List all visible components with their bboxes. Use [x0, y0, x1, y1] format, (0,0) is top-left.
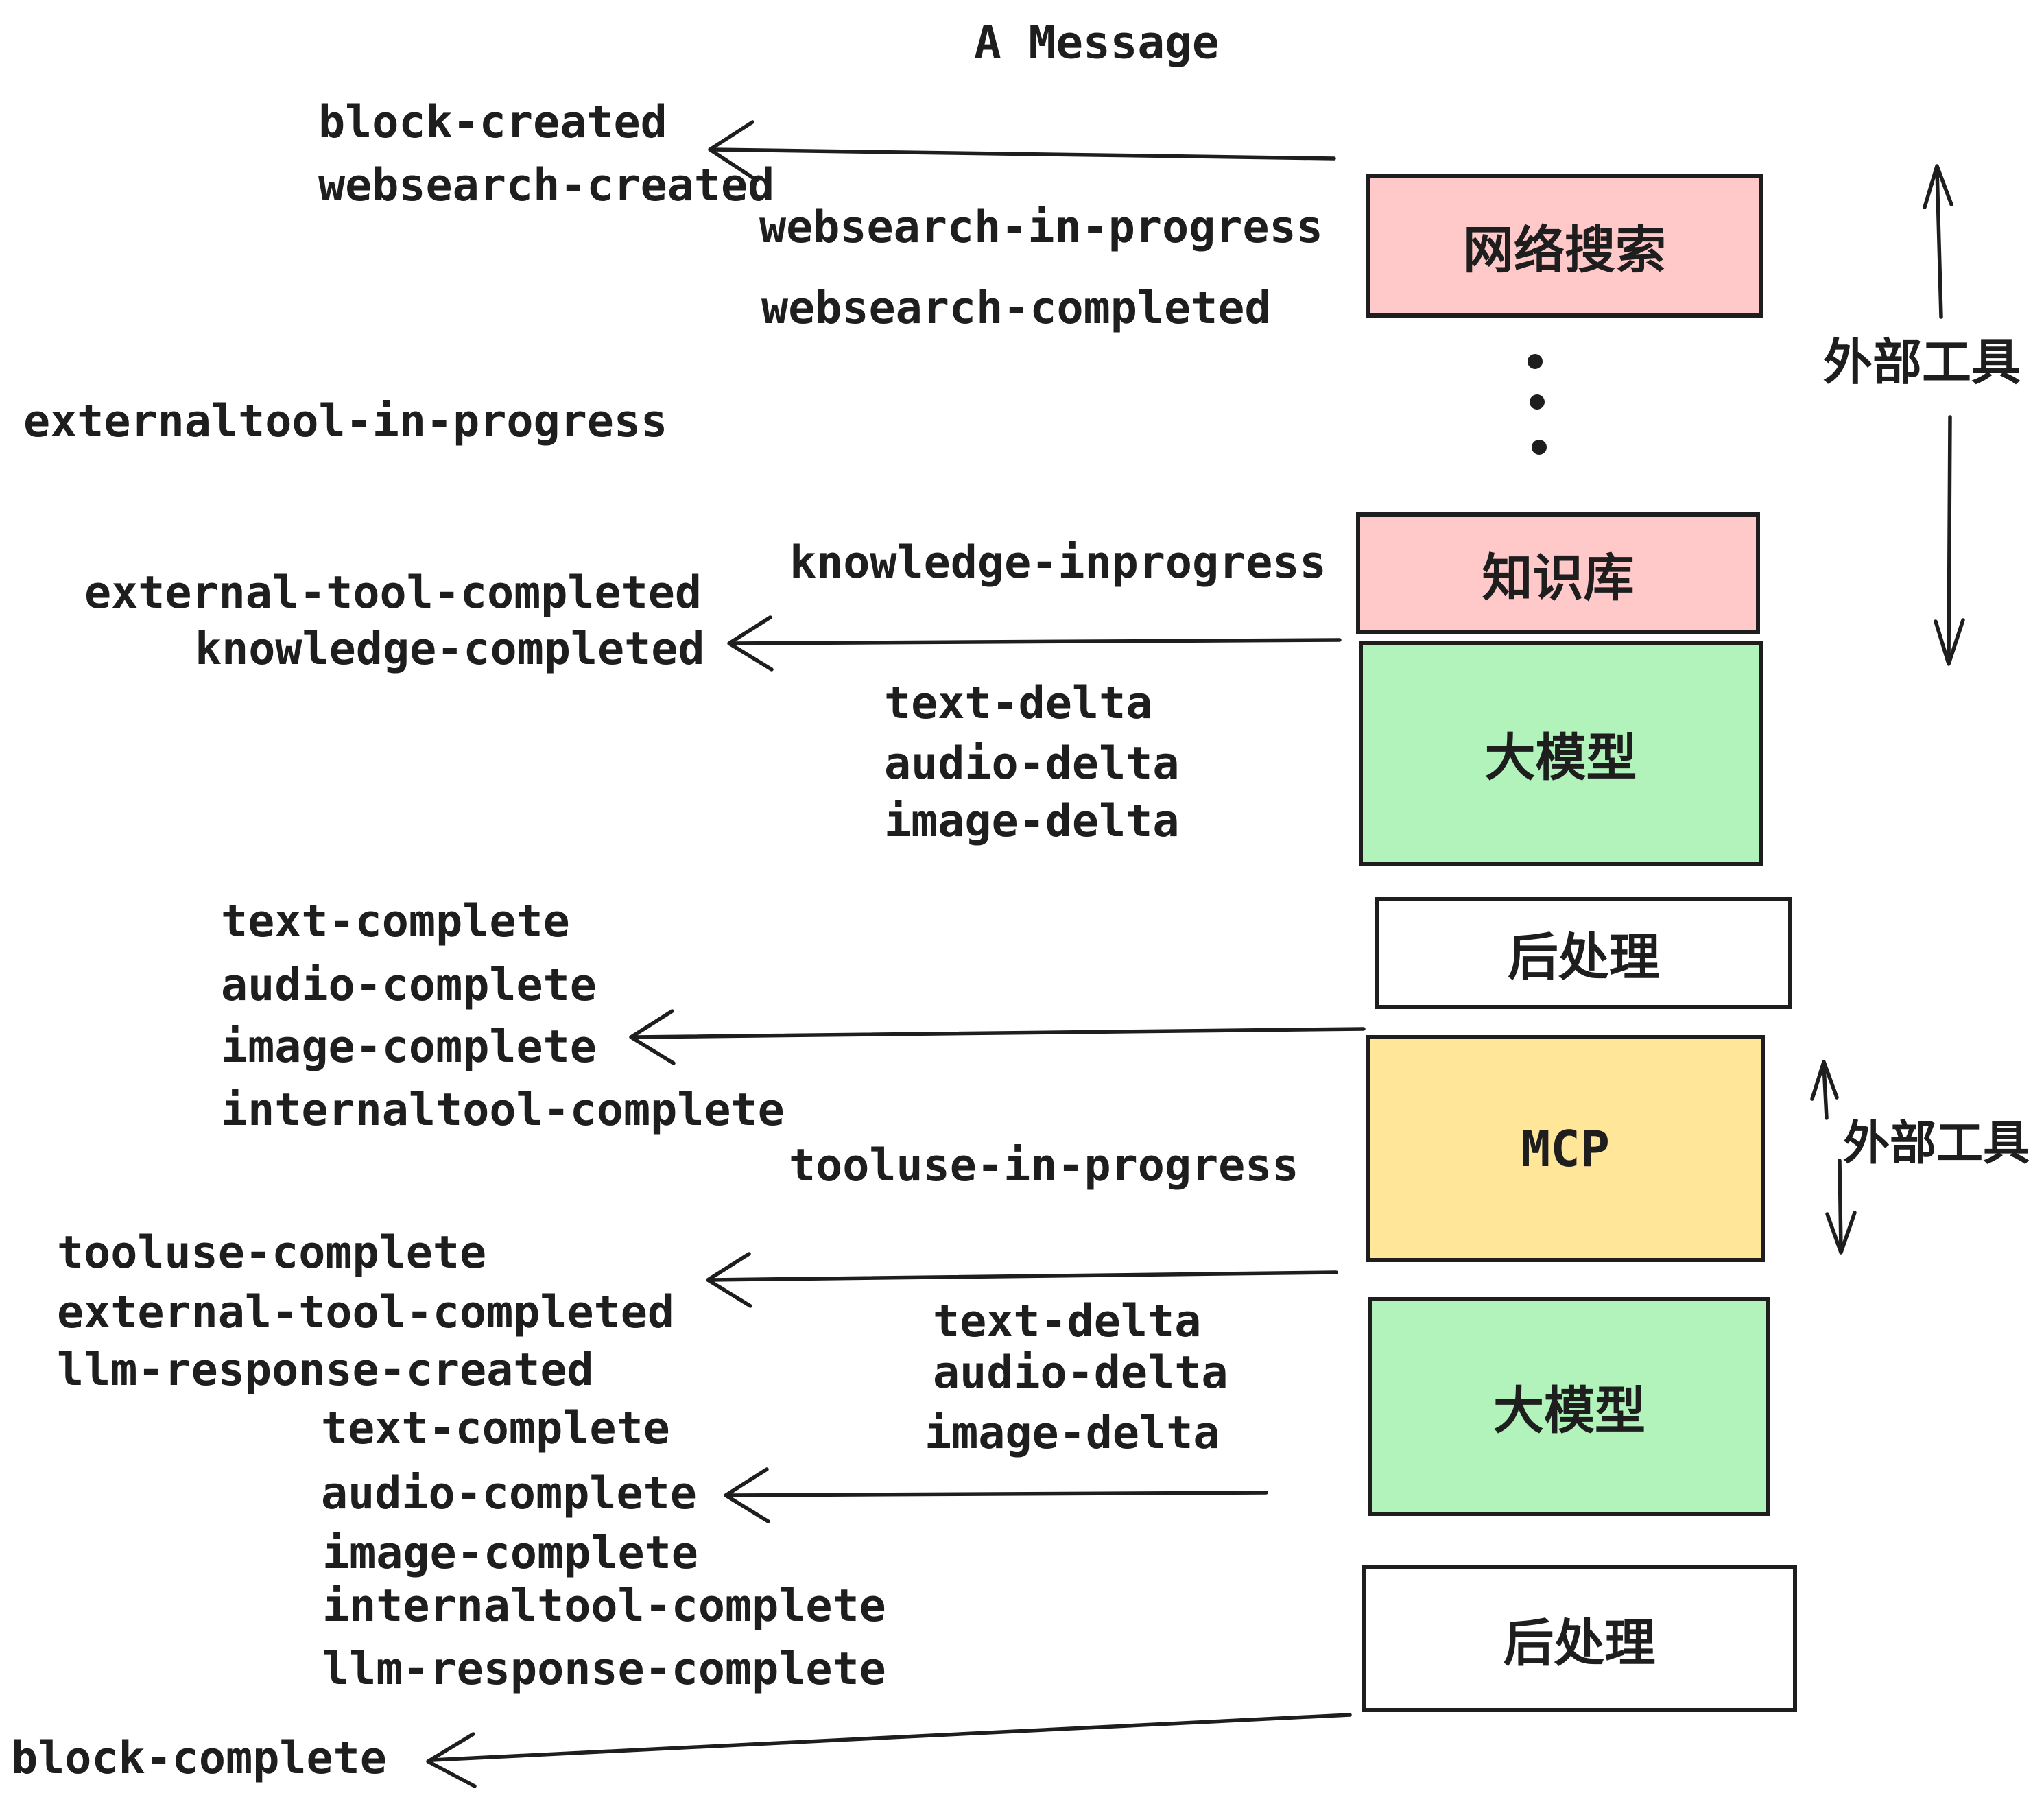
external-tools-mid-down-arrow	[1825, 1159, 1857, 1255]
event-knowledge-inprogress: knowledge-inprogress	[789, 537, 1327, 589]
event-text-complete-2: text-complete	[321, 1403, 670, 1455]
event-internaltool-complete-2: internaltool-complete	[322, 1580, 886, 1633]
arrow-postprocess2-to-block-complete	[426, 1713, 1352, 1788]
event-audio-complete-2: audio-complete	[321, 1468, 697, 1520]
event-tooluse-in-progress: tooluse-in-progress	[789, 1140, 1299, 1192]
box-mcp-label: MCP	[1520, 1119, 1611, 1178]
arrow-llm2-to-audio-complete	[724, 1467, 1268, 1523]
event-websearch-completed: websearch-completed	[761, 283, 1272, 335]
event-audio-complete-1: audio-complete	[221, 960, 597, 1012]
arrow-postprocess1-to-image-complete	[629, 1009, 1366, 1065]
external-tools-top-up-arrow	[1923, 164, 1953, 319]
external-tools-top-label: 外部工具	[1823, 335, 2021, 390]
event-block-created: block-created	[318, 97, 667, 149]
box-llm-2-label: 大模型	[1493, 1382, 1645, 1439]
arrow-websearch-to-block-created	[708, 120, 1336, 180]
event-llm-response-complete: llm-response-complete	[322, 1643, 886, 1696]
event-text-delta-2: text-delta	[933, 1296, 1202, 1348]
event-image-complete-2: image-complete	[322, 1528, 698, 1580]
box-llm-1-label: 大模型	[1484, 729, 1637, 786]
event-image-delta-1: image-delta	[884, 796, 1180, 848]
event-image-delta-2: image-delta	[925, 1408, 1220, 1460]
event-audio-delta-1: audio-delta	[884, 738, 1180, 790]
external-tools-mid-up-arrow	[1810, 1060, 1839, 1120]
box-postprocess-2-label: 后处理	[1503, 1614, 1656, 1672]
box-mcp: MCP	[1366, 1035, 1765, 1262]
event-websearch-in-progress: websearch-in-progress	[759, 202, 1323, 254]
event-externaltool-in-progress: externaltool-in-progress	[23, 396, 668, 448]
external-tools-top-down-arrow	[1934, 415, 1965, 666]
diagram-title: A Message	[974, 16, 1220, 69]
event-text-complete-1: text-complete	[221, 896, 570, 948]
external-tools-mid-label: 外部工具	[1843, 1117, 2030, 1170]
box-postprocess-1-label: 后处理	[1508, 928, 1660, 986]
event-internaltool-complete-1: internaltool-complete	[221, 1084, 785, 1137]
box-websearch-label: 网络搜索	[1463, 221, 1666, 278]
box-knowledge: 知识库	[1356, 512, 1760, 634]
box-postprocess-1: 后处理	[1375, 897, 1792, 1009]
box-postprocess-2: 后处理	[1362, 1565, 1797, 1712]
arrow-knowledge-to-knowledge-completed	[727, 615, 1342, 672]
arrow-mcp-to-tooluse-complete	[706, 1252, 1338, 1308]
box-knowledge-label: 知识库	[1482, 549, 1635, 606]
event-block-complete: block-complete	[11, 1733, 387, 1785]
box-websearch: 网络搜索	[1366, 174, 1763, 318]
more-tools-ellipsis-dots	[1528, 354, 1547, 455]
event-websearch-created: websearch-created	[318, 160, 775, 212]
event-knowledge-completed: knowledge-completed	[195, 624, 705, 676]
box-llm-2: 大模型	[1368, 1297, 1770, 1516]
box-llm-1: 大模型	[1359, 641, 1763, 866]
event-external-tool-completed-2: external-tool-completed	[57, 1287, 675, 1339]
event-external-tool-completed-1: external-tool-completed	[84, 567, 702, 619]
event-llm-response-created: llm-response-created	[57, 1344, 594, 1397]
event-image-complete-1: image-complete	[221, 1021, 597, 1073]
event-tooluse-complete: tooluse-complete	[57, 1227, 487, 1279]
event-audio-delta-2: audio-delta	[933, 1347, 1228, 1399]
event-text-delta-1: text-delta	[884, 678, 1153, 730]
